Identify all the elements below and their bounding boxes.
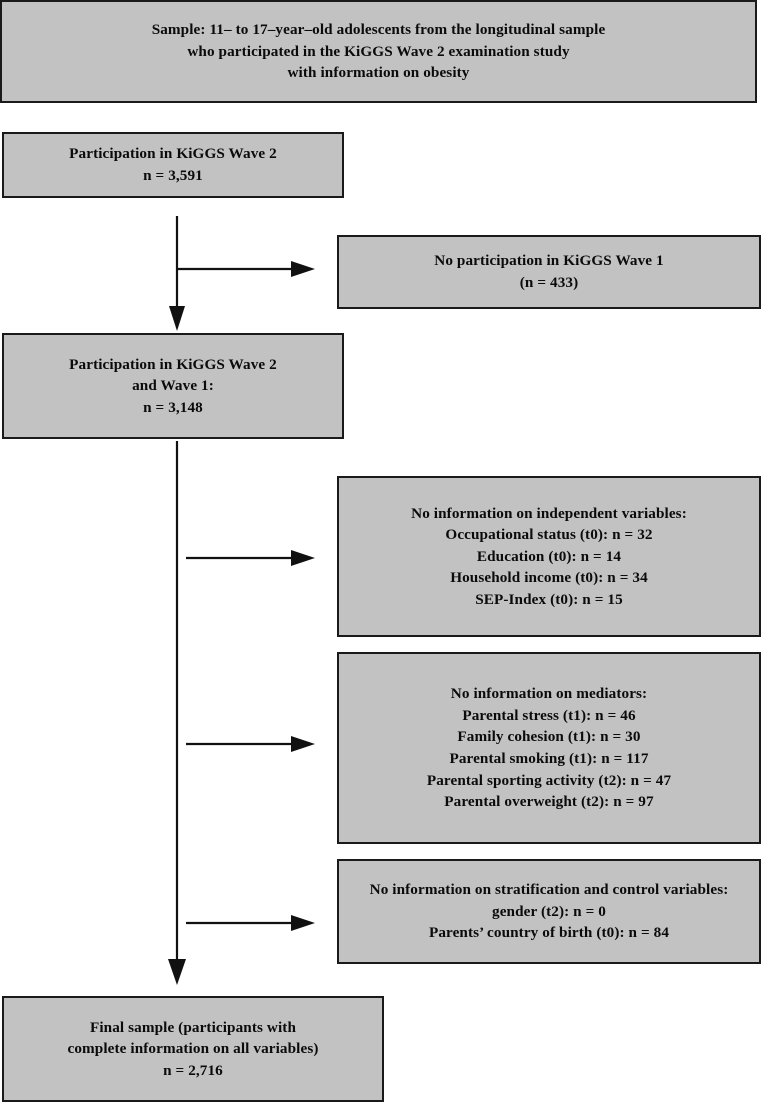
- no-information-stratification-control-box: No information on stratification and con…: [337, 859, 761, 964]
- text-line-1: complete information on all variables): [67, 1040, 319, 1058]
- arrow-wave2and1-to-final: [168, 441, 186, 985]
- text-line-2: Parents’ country of birth (t0): n = 84: [428, 924, 670, 942]
- no-information-stratification-control-text: No information on stratification and con…: [339, 879, 759, 944]
- no-information-independent-variables-box: No information on independent variables:…: [337, 476, 761, 637]
- text-line-0: No information on mediators:: [450, 685, 648, 703]
- text-line-2: Education (t0): n = 14: [476, 547, 622, 565]
- text-line-1: (n = 433): [519, 274, 579, 291]
- participation-wave2-and-wave1-text: Participation in KiGGS Wave 2 and Wave 1:…: [4, 354, 342, 419]
- text-line-1: gender (t2): n = 0: [492, 902, 606, 920]
- no-information-mediators-text: No information on mediators: Parental str…: [339, 683, 759, 812]
- sample-description-text: Sample: 11– to 17–year–old adolescents f…: [2, 19, 755, 84]
- arrow-branch-to-no-mediators: [186, 736, 315, 752]
- text-line-1: who participated in the KiGGS Wave 2 exa…: [187, 42, 570, 60]
- participation-wave2-box: Participation in KiGGS Wave 2 n = 3,591: [2, 132, 344, 198]
- text-line-0: Participation in KiGGS Wave 2: [69, 355, 277, 373]
- text-line-2: Family cohesion (t1): n = 30: [457, 728, 641, 746]
- text-line-3: Parental smoking (t1): n = 117: [449, 750, 649, 767]
- text-line-0: No participation in KiGGS Wave 1: [434, 252, 664, 270]
- text-line-2: n = 3,148: [143, 398, 203, 416]
- arrow-branch-to-no-participation-wave1: [178, 261, 315, 277]
- text-line-0: Sample: 11– to 17–year–old adolescents f…: [151, 21, 606, 39]
- participation-wave2-and-wave1-box: Participation in KiGGS Wave 2 and Wave 1:…: [2, 333, 344, 439]
- arrow-branch-to-no-independent-variables: [186, 550, 315, 566]
- text-line-0: No information on independent variables:: [411, 504, 687, 522]
- text-line-1: Parental stress (t1): n = 46: [462, 706, 636, 724]
- text-line-0: No information on stratification and con…: [369, 881, 729, 899]
- text-line-0: Final sample (participants with: [89, 1018, 297, 1036]
- no-participation-wave1-text: No participation in KiGGS Wave 1 (n = 433…: [339, 250, 759, 293]
- arrow-branch-to-no-stratification: [186, 915, 315, 931]
- text-line-0: Participation in KiGGS Wave 2: [69, 145, 277, 163]
- sample-description-box: Sample: 11– to 17–year–old adolescents f…: [0, 0, 757, 103]
- final-sample-box: Final sample (participants with complete …: [2, 996, 384, 1102]
- text-line-1: Occupational status (t0): n = 32: [445, 526, 653, 544]
- no-participation-wave1-box: No participation in KiGGS Wave 1 (n = 433…: [337, 235, 761, 309]
- text-line-1: n = 3,591: [143, 167, 203, 184]
- text-line-2: with information on obesity: [287, 64, 470, 82]
- no-information-independent-variables-text: No information on independent variables:…: [339, 503, 759, 611]
- no-information-mediators-box: No information on mediators: Parental str…: [337, 652, 761, 844]
- text-line-4: Parental sporting activity (t2): n = 47: [426, 771, 672, 789]
- text-line-2: n = 2,716: [163, 1061, 223, 1079]
- participation-wave2-text: Participation in KiGGS Wave 2 n = 3,591: [4, 143, 342, 186]
- final-sample-text: Final sample (participants with complete …: [4, 1017, 382, 1082]
- text-line-5: Parental overweight (t2): n = 97: [444, 793, 654, 811]
- text-line-4: SEP-Index (t0): n = 15: [475, 590, 623, 608]
- text-line-3: Household income (t0): n = 34: [450, 569, 648, 587]
- arrow-wave2-to-wave2and1: [169, 216, 185, 331]
- text-line-1: and Wave 1:: [132, 377, 214, 395]
